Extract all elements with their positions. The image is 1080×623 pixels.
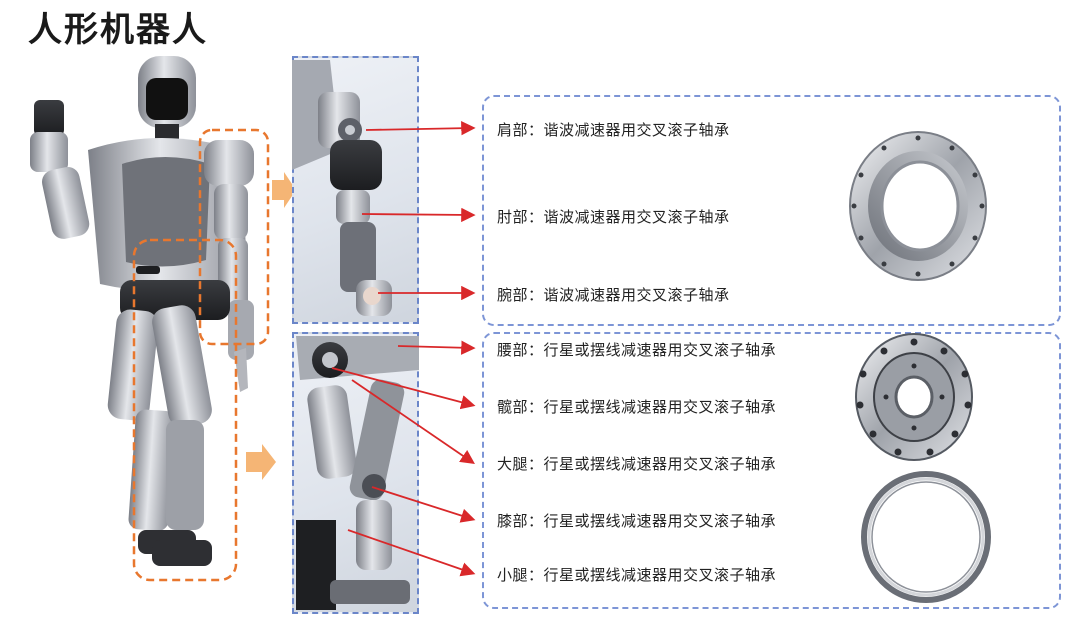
label-hip: 髋部：行星或摆线减速器用交叉滚子轴承 <box>497 398 777 416</box>
upper-limb-photo-panel <box>292 56 419 324</box>
leg-highlight-outline <box>132 238 238 582</box>
label-wrist: 腕部：谐波减速器用交叉滚子轴承 <box>497 286 730 304</box>
robot-raised-hand <box>30 100 90 239</box>
robot-right-arm <box>204 140 254 392</box>
upper-callout-box <box>482 95 1061 326</box>
lower-limb-photo-panel <box>292 332 419 614</box>
robot-left-leg <box>107 309 196 554</box>
label-shoulder: 肩部：谐波减速器用交叉滚子轴承 <box>497 121 730 139</box>
robot-torso <box>88 138 248 292</box>
arm-highlight-outline <box>198 128 270 346</box>
label-knee: 膝部：行星或摆线减速器用交叉滚子轴承 <box>497 512 777 530</box>
robot-right-leg <box>152 305 212 566</box>
lower-callout-box <box>482 332 1061 609</box>
label-waist: 腰部：行星或摆线减速器用交叉滚子轴承 <box>497 341 777 359</box>
label-thigh: 大腿：行星或摆线减速器用交叉滚子轴承 <box>497 455 777 473</box>
robot-head <box>138 56 196 142</box>
lower-arrow <box>246 444 276 480</box>
page-title: 人形机器人 <box>28 10 208 50</box>
label-elbow: 肘部：谐波减速器用交叉滚子轴承 <box>497 208 730 226</box>
robot-pelvis <box>120 280 230 320</box>
label-calf: 小腿：行星或摆线减速器用交叉滚子轴承 <box>497 566 777 584</box>
